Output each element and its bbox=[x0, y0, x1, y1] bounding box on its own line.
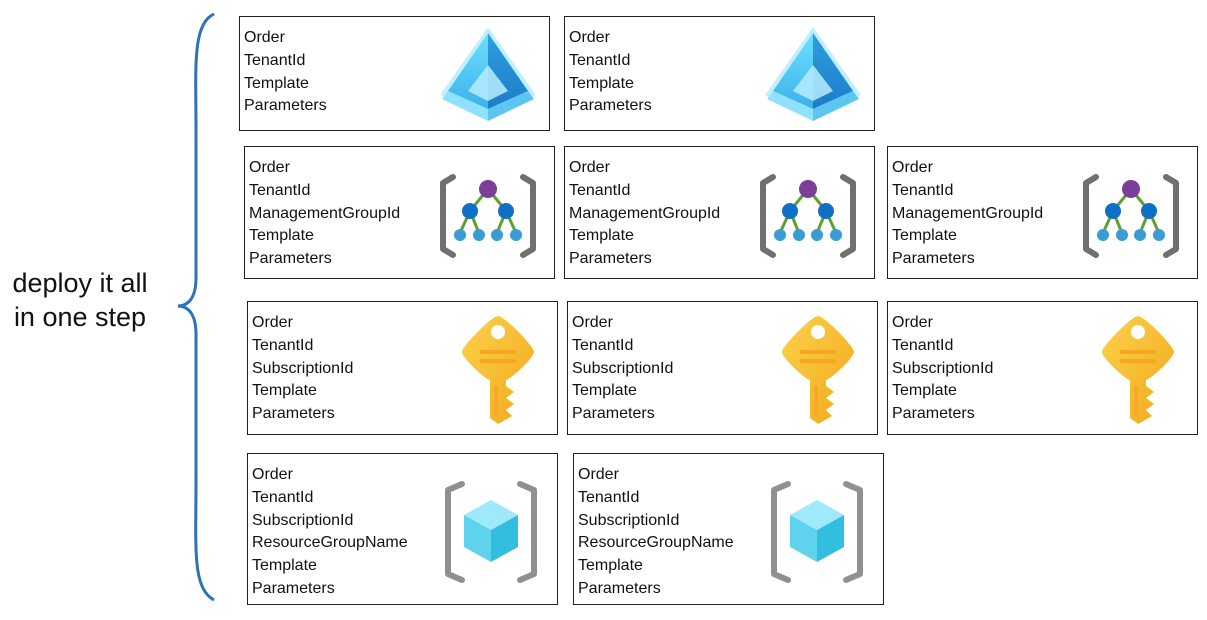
management-group-hierarchy-icon bbox=[1082, 173, 1180, 259]
card-field: Order bbox=[252, 314, 293, 331]
card-field: TenantId bbox=[249, 181, 311, 199]
card-field: SubscriptionId bbox=[572, 359, 674, 377]
card-field: ManagementGroupId bbox=[249, 204, 401, 222]
card-field: TenantId bbox=[569, 51, 631, 69]
caption-line-2: in one step bbox=[13, 302, 147, 332]
card-field: Order bbox=[892, 159, 933, 176]
card-field: ResourceGroupName bbox=[252, 534, 408, 552]
azure-ad-pyramid-icon bbox=[438, 25, 538, 125]
card-field: Parameters bbox=[569, 97, 652, 115]
card-field: Template bbox=[892, 382, 957, 400]
grouping-brace bbox=[177, 12, 215, 602]
card-field: Template bbox=[892, 227, 957, 245]
card-field: Template bbox=[244, 74, 309, 92]
card-field: Parameters bbox=[578, 579, 661, 597]
card-field: ManagementGroupId bbox=[892, 204, 1044, 222]
azure-ad-pyramid-icon bbox=[763, 25, 863, 125]
card-field: TenantId bbox=[252, 488, 314, 506]
subscription-key-icon bbox=[780, 314, 856, 426]
card-field: TenantId bbox=[892, 336, 954, 354]
card-field: Parameters bbox=[252, 579, 335, 597]
card-field: Template bbox=[252, 382, 317, 400]
card-field: Parameters bbox=[892, 405, 975, 423]
card-field: Template bbox=[249, 227, 314, 245]
card-field: Order bbox=[569, 159, 610, 176]
card-field: Order bbox=[252, 466, 293, 483]
card-field: TenantId bbox=[892, 181, 954, 199]
card-field: TenantId bbox=[244, 51, 306, 69]
card-field: TenantId bbox=[252, 336, 314, 354]
subscription-key-icon bbox=[1100, 314, 1176, 426]
card-field: Template bbox=[252, 557, 317, 575]
card-field: Template bbox=[569, 74, 634, 92]
card-field: ManagementGroupId bbox=[569, 204, 721, 222]
card-field: ResourceGroupName bbox=[578, 534, 734, 552]
card-field: TenantId bbox=[572, 336, 634, 354]
card-field: Order bbox=[892, 314, 933, 331]
resource-group-cube-icon bbox=[770, 478, 864, 586]
card-field: TenantId bbox=[578, 488, 640, 506]
management-group-hierarchy-icon bbox=[759, 173, 857, 259]
card-field: Template bbox=[572, 382, 637, 400]
card-field: Template bbox=[578, 557, 643, 575]
card-field: Order bbox=[569, 29, 610, 46]
card-field: Order bbox=[244, 29, 285, 46]
card-field: Parameters bbox=[249, 250, 332, 268]
card-field: SubscriptionId bbox=[892, 359, 994, 377]
card-field: SubscriptionId bbox=[578, 511, 680, 529]
card-field: Order bbox=[249, 159, 290, 176]
card-field: Order bbox=[578, 466, 619, 483]
card-field: Parameters bbox=[244, 97, 327, 115]
deploy-caption: deploy it all in one step bbox=[0, 266, 160, 334]
card-field: Order bbox=[572, 314, 613, 331]
card-field: Parameters bbox=[572, 405, 655, 423]
resource-group-cube-icon bbox=[444, 478, 538, 586]
card-field: Template bbox=[569, 227, 634, 245]
card-field: Parameters bbox=[569, 250, 652, 268]
card-field: SubscriptionId bbox=[252, 359, 354, 377]
caption-line-1: deploy it all bbox=[12, 268, 148, 298]
card-field: Parameters bbox=[892, 250, 975, 268]
management-group-hierarchy-icon bbox=[439, 173, 537, 259]
subscription-key-icon bbox=[460, 314, 536, 426]
card-field: TenantId bbox=[569, 181, 631, 199]
card-field: SubscriptionId bbox=[252, 511, 354, 529]
card-field: Parameters bbox=[252, 405, 335, 423]
